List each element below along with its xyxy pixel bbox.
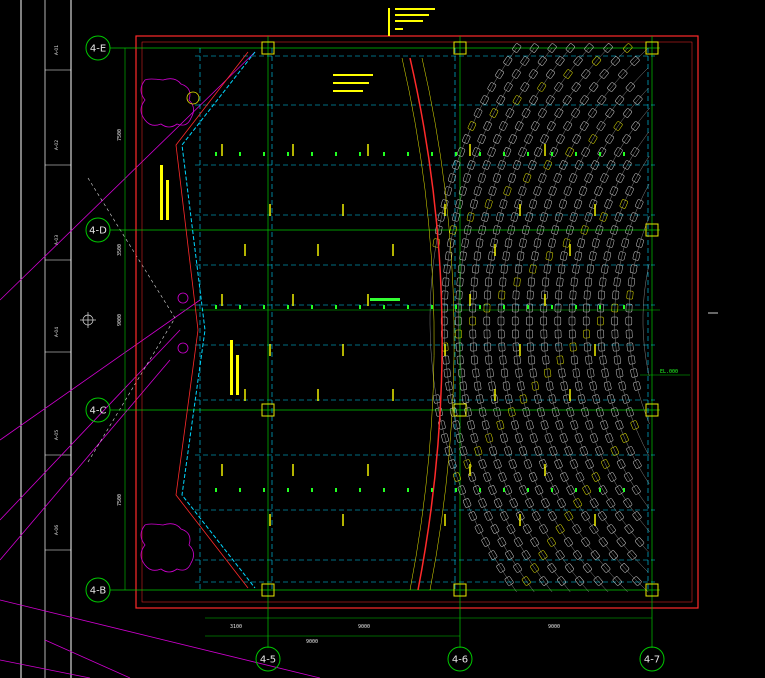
dimension-label: 9000 bbox=[117, 314, 123, 326]
column bbox=[645, 403, 659, 417]
svg-text:4-5: 4-5 bbox=[260, 655, 276, 666]
dimension-label: 7500 bbox=[117, 494, 123, 506]
column bbox=[261, 583, 275, 597]
revision-clouds bbox=[140, 78, 200, 573]
column bbox=[261, 403, 275, 417]
outer-frame bbox=[135, 35, 699, 609]
svg-text:4-C: 4-C bbox=[90, 406, 107, 417]
axis-bubble-4-c: 4-C bbox=[85, 397, 111, 423]
left-dimensions: 7500 3500 9000 7500 bbox=[117, 129, 123, 506]
dimension-label: 7500 bbox=[117, 129, 123, 141]
column-axis-bubbles: 4-5 4-6 4-7 bbox=[255, 646, 665, 672]
green-level-marks bbox=[215, 152, 625, 492]
axis-bubble-4-e: 4-E bbox=[85, 35, 111, 61]
diagonal-dashed-guides bbox=[87, 177, 176, 463]
column bbox=[645, 41, 659, 55]
structural-grid bbox=[110, 36, 660, 648]
dimension-label: 3100 bbox=[230, 624, 242, 630]
title-block-row: A-05 bbox=[54, 430, 60, 440]
axis-bubble-4-b: 4-B bbox=[85, 577, 111, 603]
title-block-row: A-06 bbox=[54, 525, 60, 535]
crosshair-symbol bbox=[80, 312, 96, 328]
title-block-row: A-01 bbox=[54, 45, 60, 55]
column bbox=[645, 583, 659, 597]
svg-text:4-B: 4-B bbox=[90, 586, 107, 597]
svg-text:4-6: 4-6 bbox=[452, 655, 468, 666]
svg-text:4-D: 4-D bbox=[89, 226, 107, 237]
front-boundary bbox=[175, 51, 256, 589]
dimension-label: 3500 bbox=[117, 244, 123, 256]
row-axis-bubbles: 4-E 4-D 4-C 4-B bbox=[85, 35, 111, 603]
dimension-label: 9000 bbox=[306, 639, 318, 645]
aisles bbox=[401, 57, 455, 591]
dimension-label: 9000 bbox=[358, 624, 370, 630]
dimension-label: 9000 bbox=[548, 624, 560, 630]
elevation-mark: EL.000 bbox=[640, 312, 718, 376]
structural-columns bbox=[261, 41, 659, 597]
axis-bubble-4-7: 4-7 bbox=[639, 646, 665, 672]
svg-text:4-7: 4-7 bbox=[644, 655, 660, 666]
beam-lines bbox=[195, 48, 655, 592]
dimension-lines bbox=[124, 48, 652, 637]
column bbox=[645, 223, 659, 237]
title-block-row: A-03 bbox=[54, 235, 60, 245]
title-block: A-01A-02A-03A-04A-05A-06 bbox=[20, 0, 72, 678]
column bbox=[261, 41, 275, 55]
annotation-labels bbox=[160, 8, 596, 526]
column bbox=[453, 583, 467, 597]
title-block-row: A-04 bbox=[54, 327, 60, 337]
magenta-guide-lines bbox=[0, 51, 321, 678]
axis-bubble-4-d: 4-D bbox=[85, 217, 111, 243]
column bbox=[453, 403, 467, 417]
title-block-row: A-02 bbox=[54, 140, 60, 150]
axis-bubble-4-6: 4-6 bbox=[447, 646, 473, 672]
seat-rows bbox=[429, 43, 650, 593]
elevation-label: EL.000 bbox=[660, 369, 678, 375]
bottom-dimensions: 3100 9000 9000 9000 bbox=[230, 624, 560, 645]
column bbox=[453, 41, 467, 55]
svg-text:4-E: 4-E bbox=[90, 44, 106, 55]
axis-bubble-4-5: 4-5 bbox=[255, 646, 281, 672]
